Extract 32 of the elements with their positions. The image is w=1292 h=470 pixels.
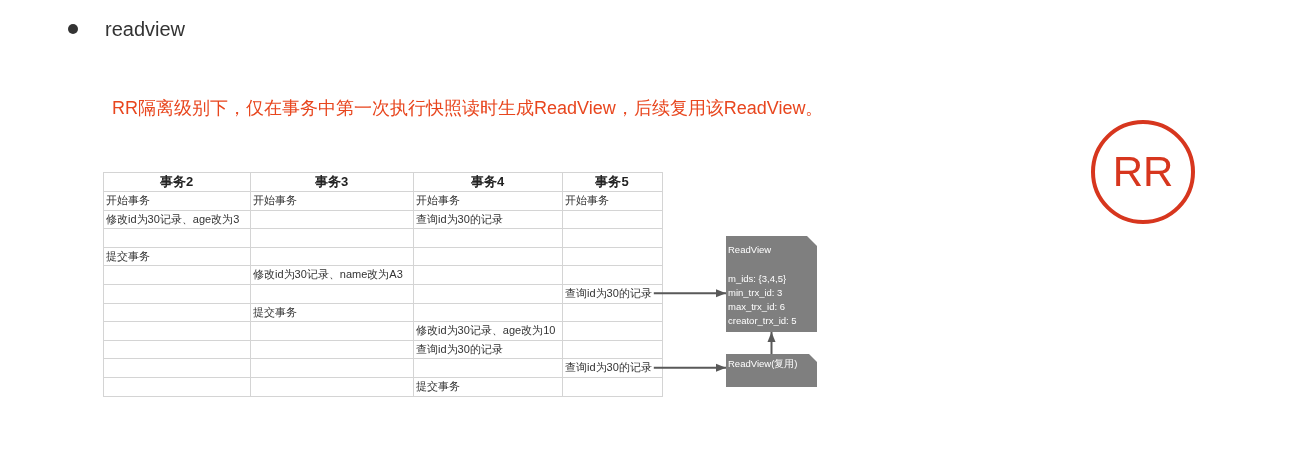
readview-card [726,236,817,332]
column-header: 事务2 [159,173,194,190]
arrow [652,289,727,298]
step-text: 开始事务 [106,193,150,208]
step-text: 提交事务 [106,248,150,264]
field-text: max_trx_id: 6 [728,300,786,314]
step-text: 提交事务 [416,379,460,394]
step-text: 修改id为30记录、age改为10 [416,323,556,339]
level-badge: RR [1091,120,1195,224]
column-header: 事务4 [470,173,505,190]
column-header: 事务5 [595,173,629,190]
field-text: creator_trx_id: 5 [728,314,797,328]
note-text: RR隔离级别下，仅在事务中第一次执行快照读时生成ReadView，后续复用该ReadView。 [112,97,824,119]
step-text: 开始事务 [416,193,460,208]
card-title: ReadView(复用) [728,357,798,371]
step-text: 修改id为30记录、name改为A3 [253,267,403,283]
step-text: 开始事务 [565,193,609,208]
heading: readview [105,17,186,42]
step-text: 查询id为30的记录 [416,341,503,357]
step-text: 修改id为30记录、age改为3 [106,211,240,227]
query-step-text: 查询id为30的记录 [565,285,652,302]
arrow [652,363,727,372]
field-text: m_ids: {3,4,5} [728,272,787,286]
step-text: 提交事务 [253,304,297,320]
arrow [767,331,776,355]
readview-card [726,354,817,387]
query-step-text: 查询id为30的记录 [565,359,652,376]
step-text: 开始事务 [253,193,297,208]
column-header: 事务3 [314,173,349,190]
step-text: 查询id为30的记录 [416,211,503,227]
field-text: min_trx_id: 3 [728,286,783,300]
card-title: ReadView [728,243,772,257]
